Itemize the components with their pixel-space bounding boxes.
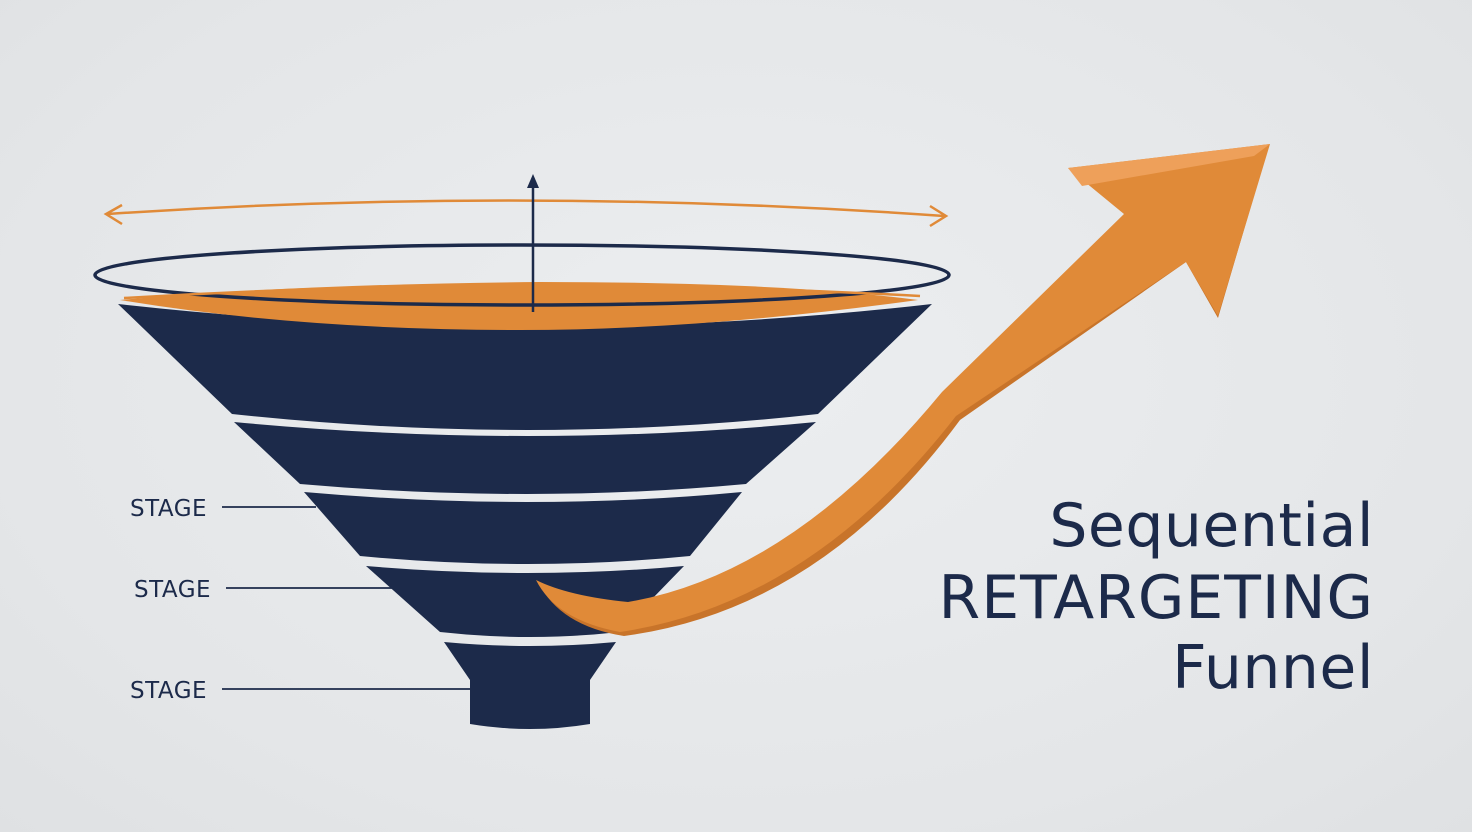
growth-arrow bbox=[536, 144, 1270, 636]
stage-label-2-text: STAGE bbox=[134, 577, 211, 603]
depth-arrow bbox=[527, 174, 539, 312]
funnel bbox=[93, 243, 951, 729]
growth-arrow-body bbox=[536, 144, 1270, 632]
title-line-retargeting: RETARGETING bbox=[938, 563, 1374, 633]
stage-label-1: STAGE bbox=[130, 496, 316, 522]
funnel-spout bbox=[470, 672, 590, 729]
stage-label-1-text: STAGE bbox=[130, 496, 207, 522]
title-line-funnel: Funnel bbox=[1172, 633, 1374, 703]
funnel-rim-outer bbox=[93, 243, 951, 307]
funnel-tier-5 bbox=[444, 642, 616, 680]
stage-label-2: STAGE bbox=[134, 577, 398, 603]
funnel-tier-1 bbox=[118, 304, 932, 430]
title-line-sequential: Sequential bbox=[1049, 491, 1374, 561]
stage-label-3: STAGE bbox=[130, 678, 470, 704]
funnel-tier-3 bbox=[304, 492, 742, 564]
funnel-tier-2 bbox=[234, 422, 816, 494]
growth-arrow-highlight bbox=[1068, 144, 1270, 186]
funnel-rim-inner bbox=[123, 284, 921, 300]
stage-label-3-text: STAGE bbox=[130, 678, 207, 704]
width-dimension-arrow bbox=[103, 199, 949, 228]
